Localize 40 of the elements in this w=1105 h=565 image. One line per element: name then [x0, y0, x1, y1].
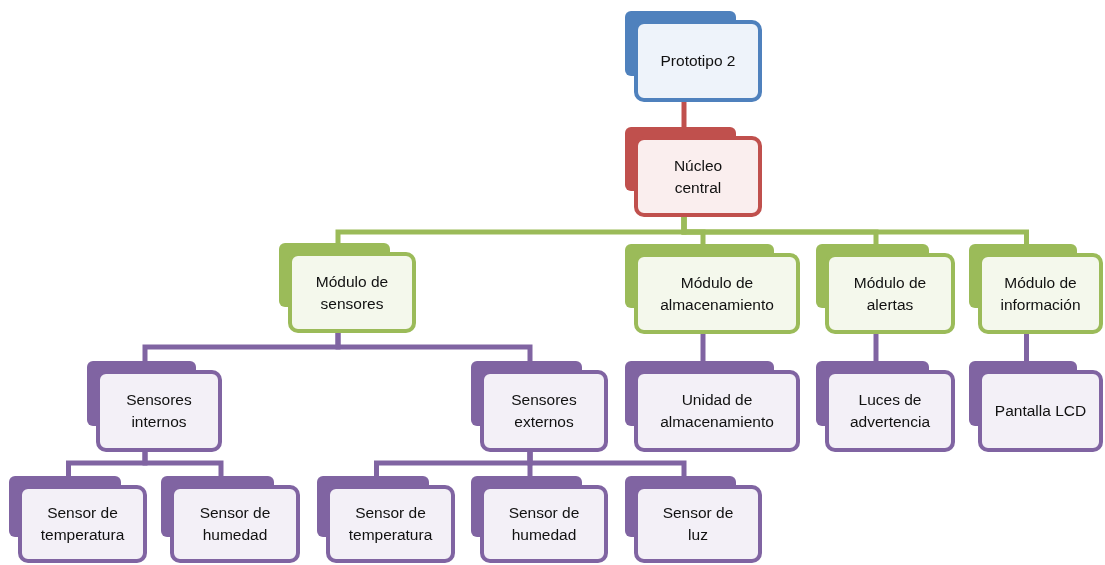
- node-label: Sensor de humedad: [198, 503, 272, 545]
- node-label: Sensor de humedad: [507, 503, 581, 545]
- node-label: Módulo de información: [999, 272, 1082, 315]
- node-label: Sensores externos: [510, 390, 578, 432]
- tabbed-box: [625, 127, 762, 217]
- tabbed-box: [161, 476, 300, 563]
- tabbed-box: [87, 361, 222, 452]
- node-label: Sensor de luz: [661, 503, 735, 545]
- tabbed-box: [317, 476, 455, 563]
- connector-line: [873, 334, 879, 361]
- tabbed-box: [969, 361, 1103, 452]
- node-label: Unidad de almacenamiento: [659, 390, 775, 432]
- tabbed-box: [625, 244, 800, 334]
- connector-line: [527, 452, 687, 476]
- connector-line: [700, 334, 706, 361]
- tabbed-box: [969, 244, 1103, 334]
- tabbed-box: [625, 11, 762, 102]
- node-label: Módulo de alertas: [852, 272, 928, 315]
- tabbed-box: [625, 361, 800, 452]
- tabbed-box: [625, 476, 762, 563]
- tabbed-box: [816, 361, 955, 452]
- connector-line: [142, 452, 224, 476]
- node-label: Sensores internos: [125, 390, 193, 432]
- tabbed-box: [279, 243, 416, 333]
- tabbed-box: [816, 244, 955, 334]
- tabbed-box: [471, 361, 608, 452]
- connector-line: [681, 217, 1029, 244]
- node-label: Prototipo 2: [659, 51, 737, 71]
- node-label: Módulo de almacenamiento: [659, 272, 775, 315]
- node-label: Luces de advertencia: [848, 390, 932, 432]
- connector-line: [1024, 334, 1029, 361]
- tabbed-box: [9, 476, 147, 563]
- tabbed-box: [471, 476, 608, 563]
- connector-line: [335, 333, 533, 361]
- node-label: Sensor de temperatura: [347, 503, 434, 545]
- node-label: Pantalla LCD: [993, 401, 1088, 421]
- connector-line: [681, 102, 687, 127]
- node-label: Núcleo central: [672, 155, 724, 198]
- node-label: Sensor de temperatura: [39, 503, 126, 545]
- node-label: Módulo de sensores: [314, 271, 390, 314]
